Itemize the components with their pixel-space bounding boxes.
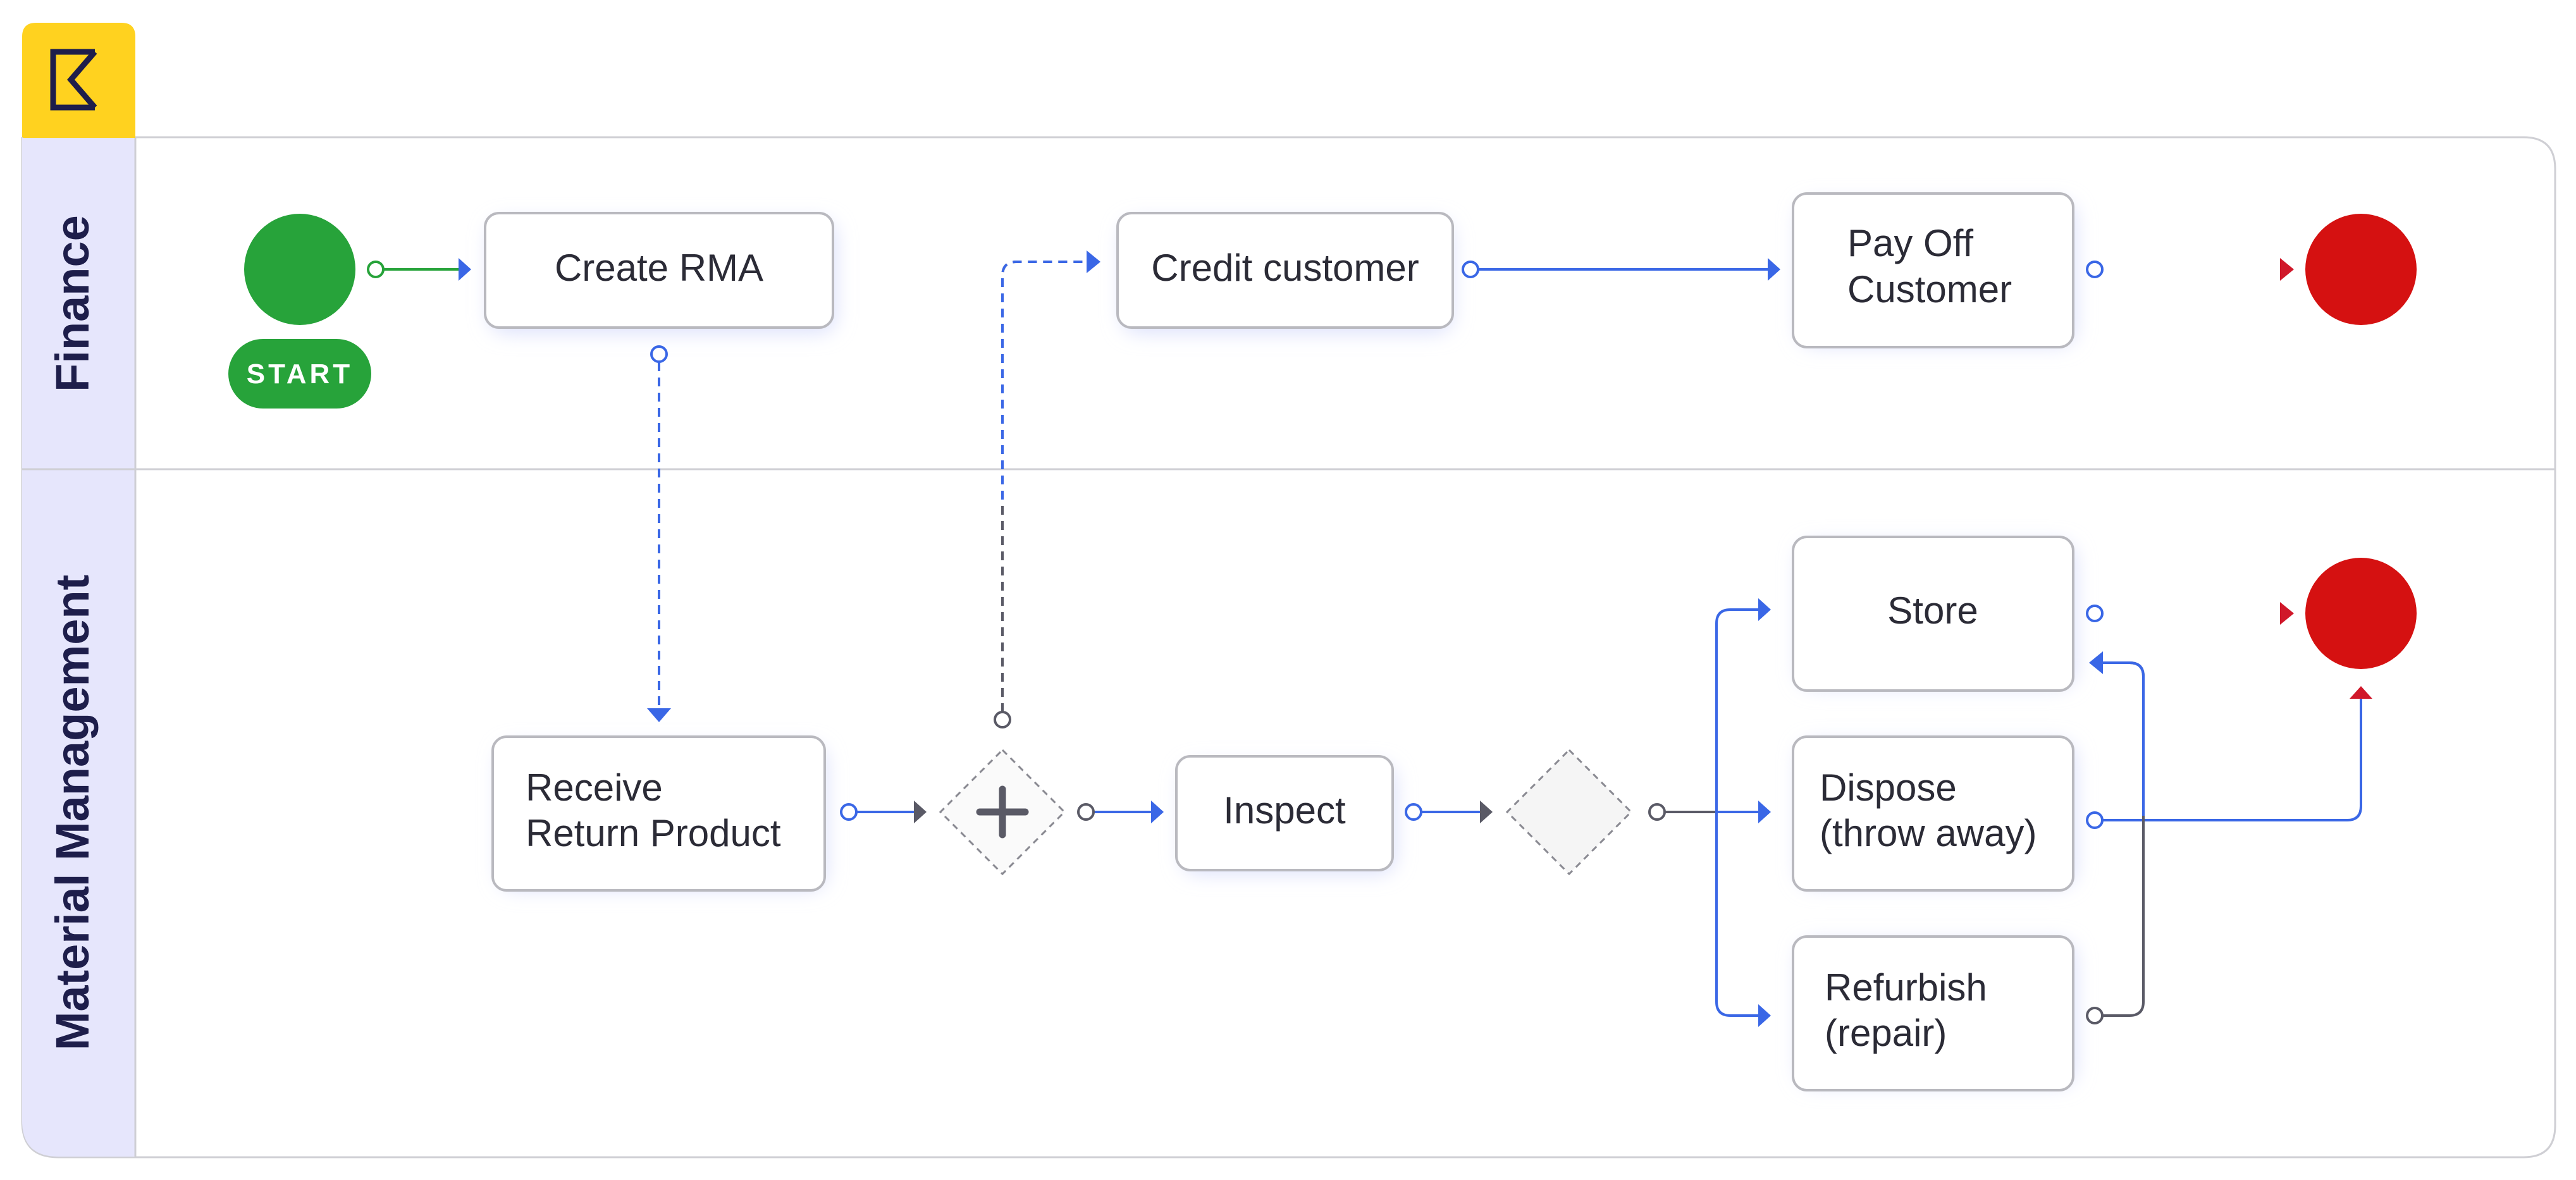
task-label: Inspect <box>1223 789 1346 832</box>
arrow-head <box>1768 258 1780 281</box>
task-label: (throw away) <box>1820 812 2037 854</box>
task-pay-off-customer[interactable]: Pay Off Customer <box>1792 192 2074 348</box>
flow-refurbish-store <box>2103 661 2145 1017</box>
start-event[interactable] <box>244 214 355 325</box>
task-label: Refurbish <box>1825 966 1987 1009</box>
task-label: Return Product <box>526 812 781 854</box>
flow-port <box>1077 803 1095 821</box>
flow-gateway-credit <box>1001 261 1087 712</box>
arrow-head <box>1151 801 1164 823</box>
logo <box>22 23 135 138</box>
arrow-head <box>1758 598 1771 621</box>
task-label: Store <box>1887 589 1978 632</box>
arrow-head <box>1480 801 1493 823</box>
task-label: (repair) <box>1825 1012 1947 1054</box>
gateway-parallel[interactable] <box>939 748 1066 876</box>
end-event-finance[interactable] <box>2305 214 2417 325</box>
bracket-k-logo-icon <box>50 49 97 111</box>
flow-port <box>367 261 385 278</box>
arrow-head <box>1758 1004 1771 1027</box>
task-refurbish[interactable]: Refurbish (repair) <box>1792 935 2074 1091</box>
arrow-head <box>1087 250 1100 273</box>
task-create-rma[interactable]: Create RMA <box>484 212 834 329</box>
arrow-head <box>2350 686 2372 699</box>
lane-label-finance: Finance <box>46 215 99 392</box>
task-label: Dispose <box>1820 766 1957 809</box>
arrow-head <box>2280 258 2294 281</box>
task-credit-customer[interactable]: Credit customer <box>1116 212 1454 329</box>
arrow-head <box>2089 651 2103 674</box>
flow-port <box>1462 261 1479 278</box>
flow-port <box>2086 605 2104 622</box>
task-label: Pay Off <box>1847 222 1973 264</box>
lane-header-material <box>22 469 135 1157</box>
flow-port <box>2086 1007 2104 1024</box>
arrow-head <box>914 801 927 823</box>
gateway-exclusive[interactable] <box>1505 748 1633 876</box>
flows <box>367 250 2372 1027</box>
flow-port <box>650 345 668 363</box>
task-store[interactable]: Store <box>1792 536 2074 692</box>
flow-gateway-store <box>1715 608 1758 1017</box>
arrow-head <box>2280 602 2294 625</box>
task-label: Create RMA <box>555 247 763 289</box>
flow-port <box>2086 811 2104 829</box>
task-receive-return-product[interactable]: Receive Return Product <box>491 735 826 892</box>
task-label: Credit customer <box>1151 247 1419 289</box>
arrow-head <box>647 708 671 722</box>
flow-port <box>1405 803 1422 821</box>
task-dispose[interactable]: Dispose (throw away) <box>1792 735 2074 892</box>
flow-port <box>2086 261 2104 278</box>
start-badge: START <box>228 339 371 409</box>
arrow-head <box>1758 801 1771 823</box>
flow-dispose-end <box>2103 699 2362 821</box>
task-inspect[interactable]: Inspect <box>1175 755 1394 871</box>
end-event-material[interactable] <box>2305 558 2417 669</box>
task-label: Customer <box>1847 268 2012 310</box>
pool-frame <box>21 136 2556 1158</box>
flow-port <box>994 711 1011 728</box>
svg-text:START: START <box>247 359 353 390</box>
lane-label-material: Material Management <box>46 575 99 1051</box>
flow-port <box>840 803 858 821</box>
lane-header-finance <box>22 138 135 469</box>
arrow-head <box>459 258 471 281</box>
task-label: Receive <box>526 766 663 809</box>
plus-icon <box>976 785 1029 839</box>
flow-port <box>1648 803 1666 821</box>
